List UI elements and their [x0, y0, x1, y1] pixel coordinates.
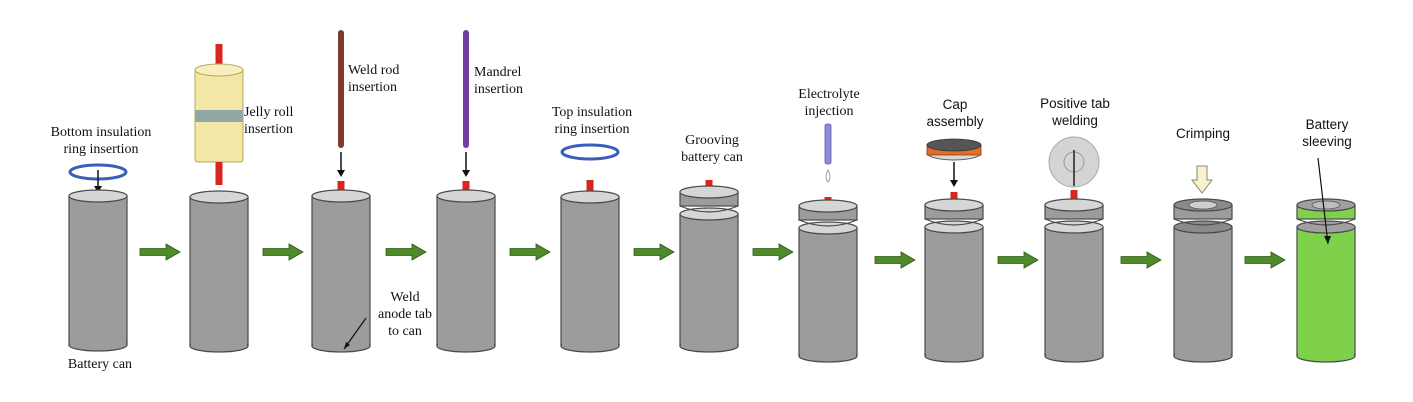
weld-rod	[338, 30, 344, 148]
tab-4	[462, 181, 470, 196]
label-crimping: Crimping	[1175, 126, 1230, 141]
pointer-sleeving	[1317, 157, 1329, 245]
top-insulation-ring	[560, 143, 620, 161]
can-5-top	[560, 190, 620, 204]
process-arrow-8	[997, 251, 1039, 269]
tab-5	[586, 180, 594, 197]
label-grooving: Grooving battery can	[681, 133, 743, 165]
label-battery-sleeving: Battery sleeving	[1302, 117, 1352, 149]
jelly-tab-top	[215, 44, 223, 70]
can-6-head-top	[679, 185, 739, 199]
label-battery-can: Battery can	[67, 357, 133, 372]
pointer-sleeving-head	[1324, 236, 1331, 244]
can-3	[311, 195, 371, 347]
jelly-tab-bottom	[215, 162, 223, 185]
sleeved-cap	[1311, 200, 1341, 210]
can-9-head-top	[1044, 198, 1104, 212]
can-6-bottom-fill	[681, 338, 737, 346]
can-9-bottom-fill	[1046, 348, 1102, 356]
process-arrow-6	[752, 243, 794, 261]
arrow-down-mandrel-head	[462, 170, 470, 177]
can-2-top	[189, 190, 249, 204]
label-positive-tab: Positive tab welding	[1040, 96, 1110, 128]
can-8	[924, 226, 984, 357]
label-top-insulation: Top insulation ring insertion	[551, 105, 633, 137]
tab-3	[337, 181, 345, 196]
can-7-groove	[798, 219, 858, 227]
can-3-bottom-fill	[313, 338, 369, 346]
label-mandrel: Mandrel insertion	[474, 65, 523, 97]
process-arrow-10	[1244, 251, 1286, 269]
can-5-bottom-fill	[562, 338, 618, 346]
can-6	[679, 213, 739, 347]
process-arrow-5	[633, 243, 675, 261]
can-8-groove	[924, 218, 984, 226]
can-4-bottom-fill	[438, 338, 494, 346]
can-7-top	[798, 221, 858, 235]
label-bottom-insulation: Bottom insulation ring insertion	[50, 125, 152, 157]
label-weld-rod: Weld rod insertion	[348, 63, 400, 95]
process-arrow-7	[874, 251, 916, 269]
process-arrow-3	[385, 243, 427, 261]
can-10	[1173, 226, 1233, 357]
can-11-bottom-fill	[1298, 348, 1354, 356]
process-arrow-9	[1120, 251, 1162, 269]
process-arrow-1	[139, 243, 181, 261]
arrow-down-cap-head	[950, 180, 958, 187]
can-7-bottom-fill	[800, 348, 856, 356]
arrow-down-weld-rod-head	[337, 170, 345, 177]
can-9-top	[1044, 220, 1104, 234]
process-arrow-2	[262, 243, 304, 261]
crimped-cap	[1188, 200, 1218, 210]
can-3-top	[311, 189, 371, 203]
can-5	[560, 196, 620, 347]
can-7	[798, 227, 858, 357]
can-7-head-top	[798, 199, 858, 213]
pointer-weld-anode-head	[344, 342, 350, 349]
can-1-top	[68, 189, 128, 203]
can-10-bottom-fill	[1175, 348, 1231, 356]
can-8-head-top	[924, 198, 984, 212]
can-10-top	[1173, 220, 1233, 234]
can-10-groove	[1173, 218, 1233, 226]
can-2-bottom-fill	[191, 338, 247, 346]
can-8-bottom-fill	[926, 348, 982, 356]
label-cap-assembly: Cap assembly	[926, 97, 984, 129]
cap-face	[926, 138, 982, 152]
jelly-roll-band	[195, 110, 243, 122]
crimping-arrow	[1190, 165, 1214, 194]
mandrel	[463, 30, 469, 148]
can-1	[68, 195, 128, 346]
can-4	[436, 195, 496, 347]
jelly-roll-top	[194, 63, 244, 77]
can-1-bottom-fill	[70, 337, 126, 345]
label-jelly-roll: Jelly roll insertion	[244, 105, 294, 137]
can-6-top	[679, 207, 739, 221]
can-9-groove	[1044, 218, 1104, 226]
electrolyte-drop	[825, 169, 831, 183]
can-6-groove	[679, 205, 739, 213]
can-8-top	[924, 220, 984, 234]
can-2	[189, 196, 249, 347]
process-arrow-4	[509, 243, 551, 261]
can-9	[1044, 226, 1104, 357]
can-4-top	[436, 189, 496, 203]
electrolyte-pipette	[824, 123, 832, 165]
can-11	[1296, 226, 1356, 357]
label-weld-anode-tab: Weld anode tab to can	[377, 290, 433, 339]
label-electrolyte: Electrolyte injection	[798, 87, 860, 119]
